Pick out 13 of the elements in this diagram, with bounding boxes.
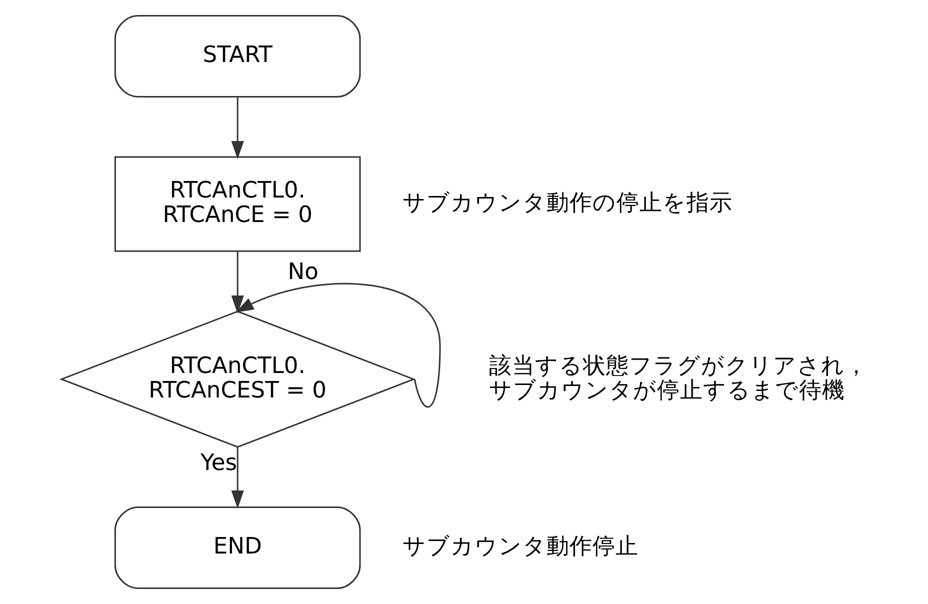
arrow xyxy=(230,447,244,509)
edge-label: No xyxy=(287,258,318,285)
node-diamond: RTCAnCTL0. RTCAnCEST = 0 xyxy=(58,310,416,448)
node-box: START xyxy=(114,15,360,98)
node-box: END xyxy=(114,506,360,589)
node-label: 該当する状態フラグがクリアされ，サブカウンタが停止するまで待機 xyxy=(488,352,868,404)
node-label: サブカウンタ動作の停止を指示 xyxy=(402,190,732,216)
node-box: RTCAnCTL0. RTCAnCE = 0 xyxy=(114,156,360,252)
arrow xyxy=(230,96,244,160)
arrow xyxy=(230,252,244,314)
edge-label: Yes xyxy=(200,450,236,476)
node-label: サブカウンタ動作停止 xyxy=(402,534,638,560)
arrow xyxy=(235,283,440,408)
